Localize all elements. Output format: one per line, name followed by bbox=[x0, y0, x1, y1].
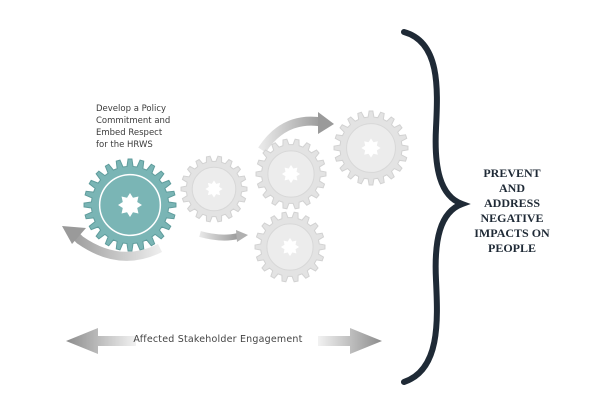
gear-icon bbox=[255, 138, 327, 210]
gear-icon bbox=[180, 155, 248, 223]
gear-icon bbox=[333, 110, 409, 186]
policy-commitment-label: Develop a Policy Commitment and Embed Re… bbox=[96, 104, 171, 150]
outcome-label: PREVENT AND ADDRESS NEGATIVE IMPACTS ON … bbox=[474, 166, 550, 255]
flow-arrow-lower bbox=[199, 230, 248, 242]
gear-icon bbox=[254, 211, 326, 283]
flow-arrow-upper bbox=[258, 112, 334, 153]
policy-commitment-gear bbox=[83, 158, 177, 252]
cycle-arrow-left bbox=[62, 226, 163, 261]
stakeholder-engagement-label: Affected Stakeholder Engagement bbox=[133, 334, 303, 345]
curly-brace bbox=[401, 29, 471, 385]
engagement-arrow bbox=[66, 328, 382, 354]
